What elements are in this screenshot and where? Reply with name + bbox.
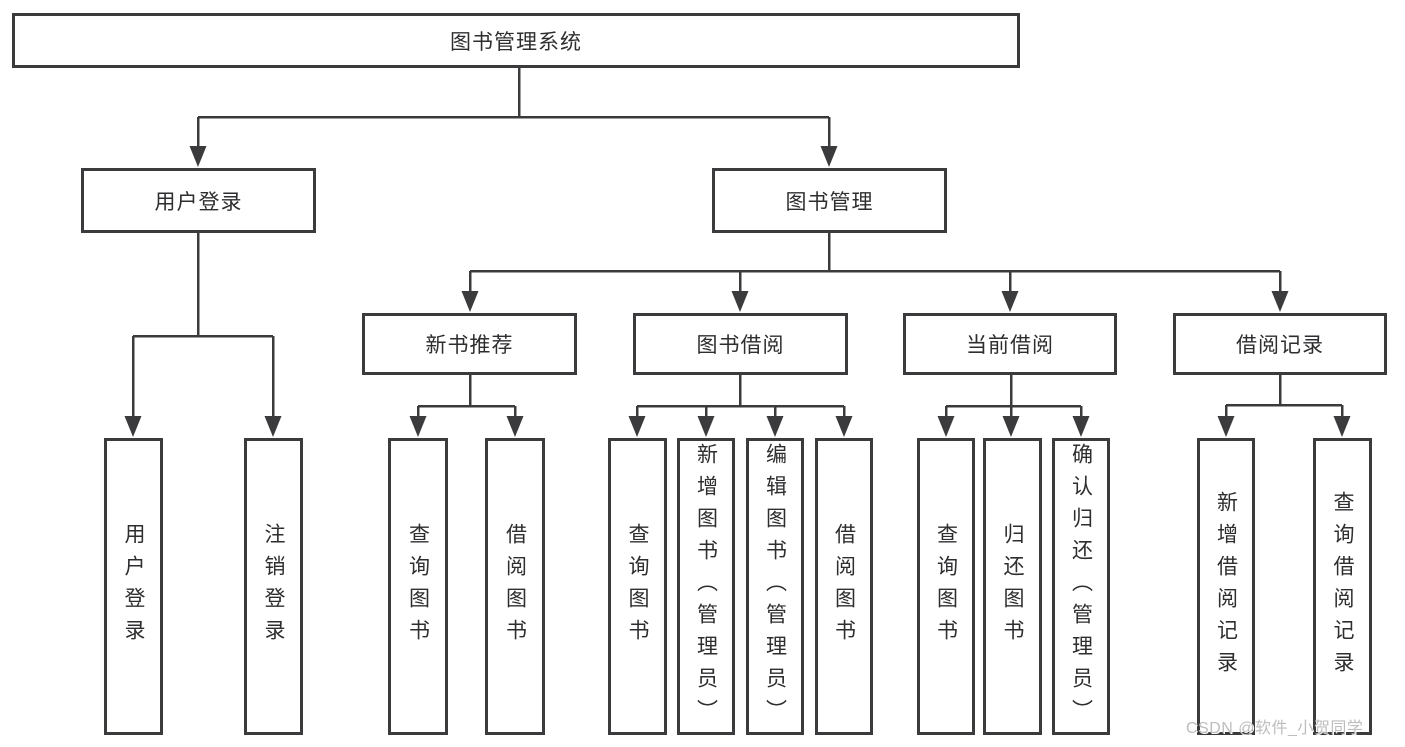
arrowhead xyxy=(189,146,207,167)
arrowhead xyxy=(697,416,715,437)
node-borrow-records: 借阅记录 xyxy=(1173,313,1387,375)
arrowhead xyxy=(937,416,955,437)
leaf-confirm-return-admin: 确认归还（管理员） xyxy=(1052,438,1110,735)
edge-bookmgmt-trunk xyxy=(468,233,1282,296)
arrowhead xyxy=(1002,416,1020,437)
arrowhead xyxy=(1217,416,1235,437)
node-user-login: 用户登录 xyxy=(81,168,316,233)
leaf-query-borrow-record: 查询借阅记录 xyxy=(1313,438,1372,735)
arrowhead xyxy=(1072,416,1090,437)
arrowhead xyxy=(1001,291,1019,312)
arrowhead xyxy=(506,416,524,437)
leaf-logout: 注销登录 xyxy=(244,438,303,735)
leaf-edit-books-admin: 编辑图书（管理员） xyxy=(746,438,804,735)
arrowhead xyxy=(264,416,282,437)
arrowhead xyxy=(820,146,838,167)
arrowhead xyxy=(835,416,853,437)
edge-newbookrec-trunk xyxy=(416,375,517,421)
leaf-query-books-current: 查询图书 xyxy=(917,438,975,735)
leaf-add-borrow-record: 新增借阅记录 xyxy=(1197,438,1255,735)
edge-borrowrecords-trunk xyxy=(1224,375,1344,421)
arrowhead xyxy=(461,291,479,312)
leaf-borrow-books-recommend: 借阅图书 xyxy=(485,438,545,735)
arrowhead xyxy=(1333,416,1351,437)
leaf-return-books: 归还图书 xyxy=(983,438,1042,735)
leaf-borrow-books: 借阅图书 xyxy=(815,438,873,735)
leaf-query-books-recommend: 查询图书 xyxy=(388,438,448,735)
edge-currentborrow-trunk xyxy=(944,375,1083,421)
node-current-borrow: 当前借阅 xyxy=(903,313,1117,375)
arrowhead xyxy=(766,416,784,437)
leaf-add-books-admin: 新增图书（管理员） xyxy=(677,438,735,735)
edge-root-trunk xyxy=(196,67,831,151)
arrowhead xyxy=(731,291,749,312)
arrowhead xyxy=(124,416,142,437)
node-book-management: 图书管理 xyxy=(712,168,947,233)
arrowhead xyxy=(1271,291,1289,312)
edge-userlogin-trunk xyxy=(131,233,275,421)
leaf-query-books-borrow: 查询图书 xyxy=(608,438,667,735)
node-root: 图书管理系统 xyxy=(12,13,1020,68)
leaf-user-login: 用户登录 xyxy=(104,438,163,735)
arrowhead xyxy=(628,416,646,437)
arrowhead xyxy=(409,416,427,437)
node-new-book-recommend: 新书推荐 xyxy=(362,313,577,375)
edge-bookborrow-trunk xyxy=(635,375,846,421)
csdn-watermark: CSDN @软件_小贺同学 xyxy=(1186,720,1364,737)
node-book-borrow: 图书借阅 xyxy=(633,313,848,375)
